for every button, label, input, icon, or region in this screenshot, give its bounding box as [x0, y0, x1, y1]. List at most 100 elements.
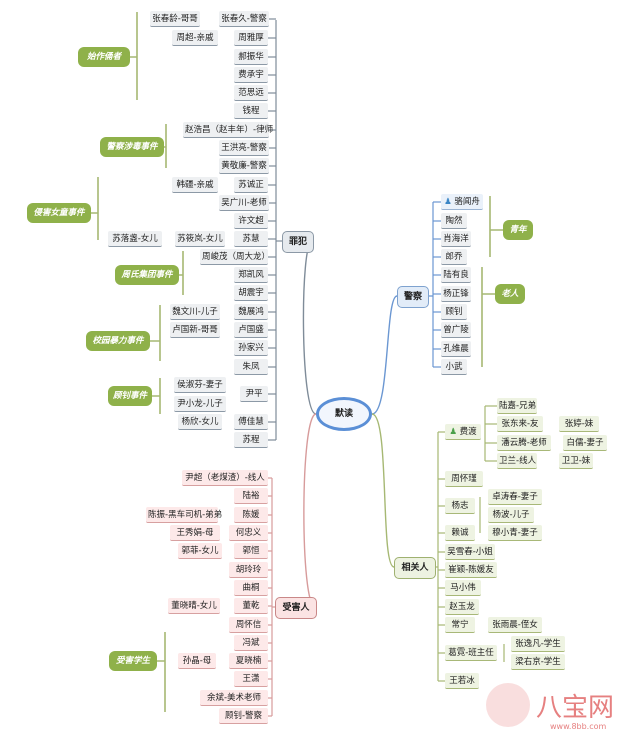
related-sub-node[interactable]: 潘云腾-老师 — [497, 435, 551, 451]
related-sub-node[interactable]: 张逸凡-学生 — [511, 636, 565, 652]
victim-node[interactable]: 顾钊-警察 — [219, 708, 268, 724]
crime-node[interactable]: 孙家兴 — [234, 340, 268, 356]
related-node[interactable]: 赵玉龙 — [445, 599, 479, 615]
related-sub-node[interactable]: 杨波-儿子 — [488, 507, 534, 523]
victim-node[interactable]: 夏晓楠 — [229, 653, 268, 669]
related-node[interactable]: 马小伟 — [445, 580, 481, 596]
victim-node[interactable]: 郭恒 — [234, 543, 268, 559]
branch-victims[interactable]: 受害人 — [275, 597, 317, 619]
crime-node[interactable]: 尹平 — [240, 386, 268, 402]
category-police-drug[interactable]: 警察涉毒事件 — [100, 137, 164, 157]
police-node[interactable]: 陶然 — [441, 213, 467, 229]
branch-criminals[interactable]: 罪犯 — [282, 231, 314, 253]
category-zhou-group[interactable]: 周氏集团事件 — [115, 265, 179, 285]
crime-node[interactable]: 费承宇 — [234, 67, 268, 83]
related-sub-node[interactable]: 张婷-妹 — [559, 416, 599, 432]
related-node[interactable]: 崔颖-陈媛友 — [445, 562, 497, 578]
related-node[interactable]: 吴雪春-小姐 — [445, 544, 495, 560]
crime-sub-node[interactable]: 苏落盏-女儿 — [108, 231, 162, 247]
crime-node[interactable]: 赵浩昌（赵丰年）-律师 — [183, 122, 273, 138]
victim-node[interactable]: 余斌-美术老师 — [200, 690, 268, 706]
related-node[interactable]: 常宁 — [445, 617, 475, 633]
police-node[interactable]: 陆有良 — [441, 267, 471, 283]
police-node[interactable]: 小武 — [441, 359, 467, 375]
crime-node[interactable]: 钱程 — [234, 103, 268, 119]
crime-node[interactable]: 张春久-警察 — [219, 11, 269, 27]
crime-sub-node[interactable]: 尹小龙-儿子 — [174, 396, 226, 412]
crime-node[interactable]: 范思远 — [234, 85, 268, 101]
related-node[interactable]: 葛霓-班主任 — [445, 645, 497, 661]
victim-node[interactable]: 周怀信 — [229, 617, 268, 633]
victim-sub-node[interactable]: 董晓晴-女儿 — [168, 598, 220, 614]
category-originators[interactable]: 始作俑者 — [78, 47, 130, 67]
police-node[interactable]: 杨正锋 — [441, 286, 471, 302]
crime-node[interactable]: 苏程 — [234, 432, 268, 448]
police-node[interactable]: 曾广陵 — [441, 322, 471, 338]
crime-node[interactable]: 王洪亮-警察 — [219, 140, 269, 156]
crime-node[interactable]: 许文超 — [234, 213, 268, 229]
victim-node[interactable]: 董乾 — [234, 598, 268, 614]
police-node[interactable]: 郎乔 — [441, 249, 467, 265]
related-sub-node[interactable]: 卓涛春-妻子 — [488, 489, 542, 505]
category-victim-students[interactable]: 受害学生 — [109, 651, 157, 671]
crime-node[interactable]: 魏展鸿 — [234, 304, 268, 320]
crime-node[interactable]: 苏诚正 — [234, 177, 268, 193]
victim-sub-node[interactable]: 孙晶-母 — [178, 653, 216, 669]
related-node[interactable]: 王若冰 — [445, 673, 479, 689]
police-node[interactable]: 肖海洋 — [441, 231, 471, 247]
crime-sub-node[interactable]: 韩疆-亲戚 — [172, 177, 218, 193]
category-guzhao[interactable]: 顾钊事件 — [108, 386, 152, 406]
related-node[interactable]: 杨志 — [445, 498, 475, 514]
police-node[interactable]: 孔维晨 — [441, 341, 471, 357]
victim-sub-node[interactable]: 陈振-黑车司机-弟弟 — [146, 507, 222, 523]
category-youth[interactable]: 青年 — [503, 220, 533, 240]
police-node[interactable]: ♟ 骆闻舟 — [441, 194, 483, 210]
related-sub-node[interactable]: 卫兰-线人 — [497, 453, 537, 469]
victim-node[interactable]: 陆裕 — [234, 488, 268, 504]
crime-node[interactable]: 苏慧 — [234, 231, 268, 247]
victim-node[interactable]: 何忠义 — [229, 525, 268, 541]
crime-node[interactable]: 周雅厚 — [234, 30, 268, 46]
category-school-violence[interactable]: 校园暴力事件 — [86, 331, 150, 351]
crime-node[interactable]: 傅佳慧 — [234, 414, 268, 430]
related-node[interactable]: 赖诚 — [445, 525, 475, 541]
victim-node[interactable]: 陈媛 — [234, 507, 268, 523]
victim-node[interactable]: 尹超（老煤渣）-线人 — [182, 470, 268, 486]
crime-sub-node[interactable]: 苏筱岚-女儿 — [175, 231, 225, 247]
category-child-abuse[interactable]: 侵害女童事件 — [27, 203, 91, 223]
victim-node[interactable]: 曲桐 — [234, 580, 268, 596]
victim-node[interactable]: 王潇 — [234, 671, 268, 687]
related-sub-node[interactable]: 卫卫-妹 — [559, 453, 593, 469]
related-node[interactable]: ♟ 费渡 — [445, 424, 481, 440]
crime-sub-node[interactable]: 魏文川-儿子 — [170, 304, 220, 320]
police-node[interactable]: 顾钊 — [441, 304, 467, 320]
victim-node[interactable]: 胡玲玲 — [229, 562, 268, 578]
related-sub-node[interactable]: 陆嘉-兄弟 — [497, 398, 537, 414]
related-node[interactable]: 周怀瑾 — [445, 471, 483, 487]
branch-related[interactable]: 相关人 — [394, 557, 436, 579]
root-node[interactable]: 默读 — [316, 397, 372, 431]
victim-node[interactable]: 冯斌 — [234, 635, 268, 651]
crime-node[interactable]: 胡震宇 — [234, 285, 268, 301]
crime-sub-node[interactable]: 卢国新-哥哥 — [170, 322, 220, 338]
related-sub-node[interactable]: 张东来-友 — [497, 416, 543, 432]
crime-node[interactable]: 吴广川-老师 — [219, 195, 269, 211]
related-sub-node[interactable]: 梁右京-学生 — [511, 654, 565, 670]
crime-node[interactable]: 卢国盛 — [234, 322, 268, 338]
category-elders[interactable]: 老人 — [495, 284, 525, 304]
crime-node[interactable]: 周峻茂（周大龙） — [200, 249, 270, 265]
related-sub-node[interactable]: 穆小青-妻子 — [488, 525, 542, 541]
related-sub-node[interactable]: 张雨晨-侄女 — [488, 617, 542, 633]
victim-sub-node[interactable]: 王秀娟-母 — [170, 525, 220, 541]
crime-sub-node[interactable]: 周超-亲戚 — [172, 30, 218, 46]
crime-sub-node[interactable]: 杨欣-女儿 — [178, 414, 222, 430]
victim-sub-node[interactable]: 郭菲-女儿 — [178, 543, 222, 559]
crime-sub-node[interactable]: 张春龄-哥哥 — [150, 11, 200, 27]
branch-police[interactable]: 警察 — [397, 286, 429, 308]
crime-node[interactable]: 朱凤 — [234, 359, 268, 375]
crime-node[interactable]: 黄敬廉-警察 — [219, 158, 269, 174]
crime-node[interactable]: 郑凯风 — [234, 267, 268, 283]
crime-sub-node[interactable]: 侯淑芬-妻子 — [174, 377, 226, 393]
crime-node[interactable]: 郝振华 — [234, 49, 268, 65]
related-sub-node[interactable]: 白儒-妻子 — [563, 435, 607, 451]
